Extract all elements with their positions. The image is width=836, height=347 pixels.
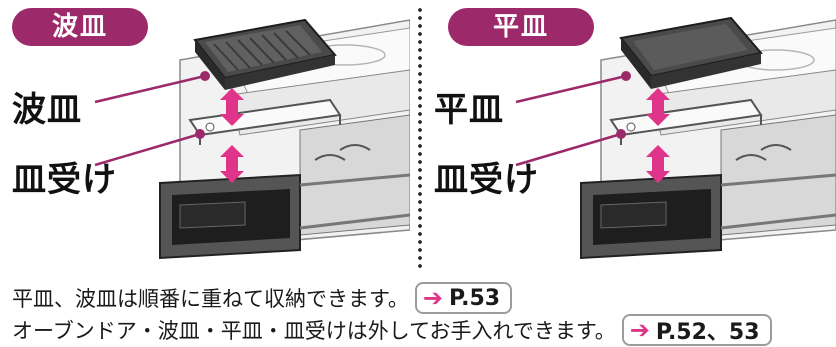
dotted-divider xyxy=(418,6,422,268)
right-arrow-icon: ➔ xyxy=(422,284,444,312)
wave-pan-label: 波皿 xyxy=(12,90,82,130)
panel-title-badge: 波皿 xyxy=(12,8,148,46)
grill-illustration-flat-pan xyxy=(515,16,836,260)
page-reference-text: P.53 xyxy=(449,285,501,311)
panel-title-badge: 平皿 xyxy=(448,8,594,46)
dish-holder-label: 皿受け xyxy=(12,160,117,200)
grill-illustration-wave-pan xyxy=(94,18,410,260)
page-reference-text: P.52、53 xyxy=(655,320,760,345)
note-text: 平皿、波皿は順番に重ねて収納できます。 xyxy=(12,287,409,311)
left-panel: 波皿 波皿 皿受け xyxy=(0,0,410,272)
note-text: オーブンドア・波皿・平皿・皿受けは外してお手入れできます。 xyxy=(12,319,616,343)
dish-holder-label: 皿受け xyxy=(434,160,539,200)
right-panel: 平皿 平皿 皿受け xyxy=(426,0,836,272)
flat-pan-label: 平皿 xyxy=(434,90,504,130)
page-reference-link[interactable]: ➔ P.53 xyxy=(414,282,513,314)
right-arrow-icon: ➔ xyxy=(629,316,650,344)
note-storage: 平皿、波皿は順番に重ねて収納できます。 ➔ P.53 xyxy=(12,282,513,314)
page-reference-link[interactable]: ➔ P.52、53 xyxy=(621,314,772,346)
note-cleaning: オーブンドア・波皿・平皿・皿受けは外してお手入れできます。 ➔ P.52、53 xyxy=(12,314,772,346)
